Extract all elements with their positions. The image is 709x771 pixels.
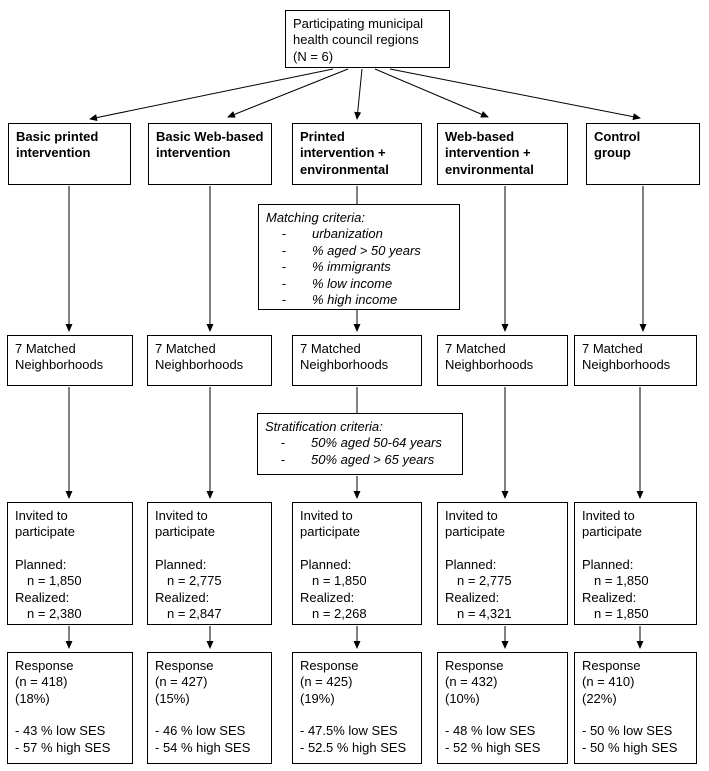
low-ses: - 46 % low SES — [155, 723, 246, 739]
response-label: Response — [582, 658, 641, 673]
response-box-1: Response (n = 418) (18%) - 43 % low SES … — [7, 652, 133, 764]
matching-criteria-item-label: % high income — [312, 291, 398, 307]
invited-label: Invited to participate — [300, 508, 360, 540]
high-ses: - 52 % high SES — [445, 739, 541, 755]
invited-box-4: Invited to participate Planned: n = 2,77… — [437, 502, 568, 625]
matched-box-2: 7 Matched Neighborhoods — [147, 335, 272, 386]
response-n: (n = 410) — [582, 674, 635, 690]
arm-box-basic-web: Basic Web-based intervention — [148, 123, 272, 185]
bullet-dash: - — [281, 242, 286, 258]
realized-n: n = 1,850 — [594, 605, 649, 621]
planned-label: Planned: — [300, 556, 352, 572]
response-box-5: Response (n = 410) (22%) - 50 % low SES … — [574, 652, 697, 764]
arm-box-printed-environmental: Printed intervention + environmental — [292, 123, 422, 185]
planned-n: n = 1,850 — [312, 573, 367, 589]
invited-label: Invited to participate — [15, 508, 75, 540]
response-label: Response — [445, 658, 504, 673]
arm-box-web-environmental: Web-based intervention + environmental — [437, 123, 568, 185]
planned-n: n = 2,775 — [167, 573, 222, 589]
realized-n: n = 2,380 — [27, 605, 82, 621]
bullet-dash: - — [281, 259, 286, 275]
response-n: (n = 418) — [15, 674, 68, 690]
response-label: Response — [300, 658, 359, 673]
invited-label: Invited to participate — [155, 508, 215, 540]
bullet-dash: - — [281, 226, 286, 242]
matching-criteria-box: Matching criteria: - urbanization - % ag… — [258, 204, 460, 310]
matching-criteria-item: - % low income — [266, 276, 455, 292]
realized-label: Realized: — [155, 589, 210, 605]
invited-box-1: Invited to participate Planned: n = 1,85… — [7, 502, 133, 625]
invited-box-3: Invited to participate Planned: n = 1,85… — [292, 502, 422, 625]
invited-label: Invited to participate — [445, 508, 505, 540]
stratification-criteria-item: - 50% aged > 65 years — [265, 452, 458, 468]
planned-label: Planned: — [582, 556, 634, 572]
realized-n: n = 2,847 — [167, 605, 222, 621]
top-box-regions: Participating municipal health council r… — [285, 10, 450, 68]
stratification-criteria-item-label: 50% aged > 65 years — [311, 451, 435, 467]
response-label: Response — [155, 658, 214, 673]
matched-box-4: 7 Matched Neighborhoods — [437, 335, 568, 386]
invited-box-5: Invited to participate Planned: n = 1,85… — [574, 502, 697, 625]
matching-criteria-item-label: urbanization — [312, 226, 383, 242]
planned-n: n = 1,850 — [27, 573, 82, 589]
invited-label: Invited to participate — [582, 508, 642, 540]
matching-criteria-title: Matching criteria: — [266, 210, 365, 225]
stratification-criteria-item: - 50% aged 50-64 years — [265, 435, 458, 451]
arm-box-basic-printed: Basic printed intervention — [8, 123, 131, 185]
high-ses: - 54 % high SES — [155, 739, 251, 755]
high-ses: - 57 % high SES — [15, 739, 111, 755]
response-box-2: Response (n = 427) (15%) - 46 % low SES … — [147, 652, 272, 764]
bullet-dash: - — [280, 435, 285, 451]
planned-n: n = 2,775 — [457, 573, 512, 589]
response-pct: (18%) — [15, 690, 50, 706]
response-n: (n = 432) — [445, 674, 498, 690]
planned-label: Planned: — [15, 556, 67, 572]
realized-label: Realized: — [445, 589, 500, 605]
response-n: (n = 427) — [155, 674, 208, 690]
planned-label: Planned: — [445, 556, 497, 572]
realized-n: n = 2,268 — [312, 605, 367, 621]
matching-criteria-item: - % immigrants — [266, 259, 455, 275]
matched-box-3: 7 Matched Neighborhoods — [292, 335, 422, 386]
planned-n: n = 1,850 — [594, 573, 649, 589]
low-ses: - 48 % low SES — [445, 723, 536, 739]
high-ses: - 50 % high SES — [582, 739, 678, 755]
realized-label: Realized: — [300, 589, 355, 605]
bullet-dash: - — [281, 291, 286, 307]
response-pct: (15%) — [155, 690, 190, 706]
low-ses: - 47.5% low SES — [300, 723, 398, 739]
bullet-dash: - — [281, 275, 286, 291]
high-ses: - 52.5 % high SES — [300, 739, 407, 755]
matching-criteria-item: - urbanization — [266, 226, 455, 242]
response-box-3: Response (n = 425) (19%) - 47.5% low SES… — [292, 652, 422, 764]
response-pct: (10%) — [445, 690, 480, 706]
bullet-dash: - — [280, 451, 285, 467]
matching-criteria-item: - % high income — [266, 292, 455, 308]
arm-box-control: Control group — [586, 123, 700, 185]
matching-criteria-item-label: % immigrants — [312, 259, 391, 275]
realized-n: n = 4,321 — [457, 605, 512, 621]
stratification-criteria-title: Stratification criteria: — [265, 419, 383, 434]
low-ses: - 50 % low SES — [582, 723, 673, 739]
low-ses: - 43 % low SES — [15, 723, 106, 739]
matching-criteria-item-label: % low income — [312, 275, 393, 291]
stratification-criteria-item-label: 50% aged 50-64 years — [311, 435, 442, 451]
planned-label: Planned: — [155, 556, 207, 572]
response-n: (n = 425) — [300, 674, 353, 690]
realized-label: Realized: — [582, 589, 637, 605]
matched-box-5: 7 Matched Neighborhoods — [574, 335, 697, 386]
realized-label: Realized: — [15, 589, 70, 605]
response-pct: (22%) — [582, 690, 617, 706]
matching-criteria-item: - % aged > 50 years — [266, 243, 455, 259]
response-label: Response — [15, 658, 74, 673]
stratification-criteria-box: Stratification criteria: - 50% aged 50-6… — [257, 413, 463, 475]
invited-box-2: Invited to participate Planned: n = 2,77… — [147, 502, 272, 625]
matched-box-1: 7 Matched Neighborhoods — [7, 335, 133, 386]
response-pct: (19%) — [300, 690, 335, 706]
matching-criteria-item-label: % aged > 50 years — [312, 242, 421, 258]
response-box-4: Response (n = 432) (10%) - 48 % low SES … — [437, 652, 568, 764]
